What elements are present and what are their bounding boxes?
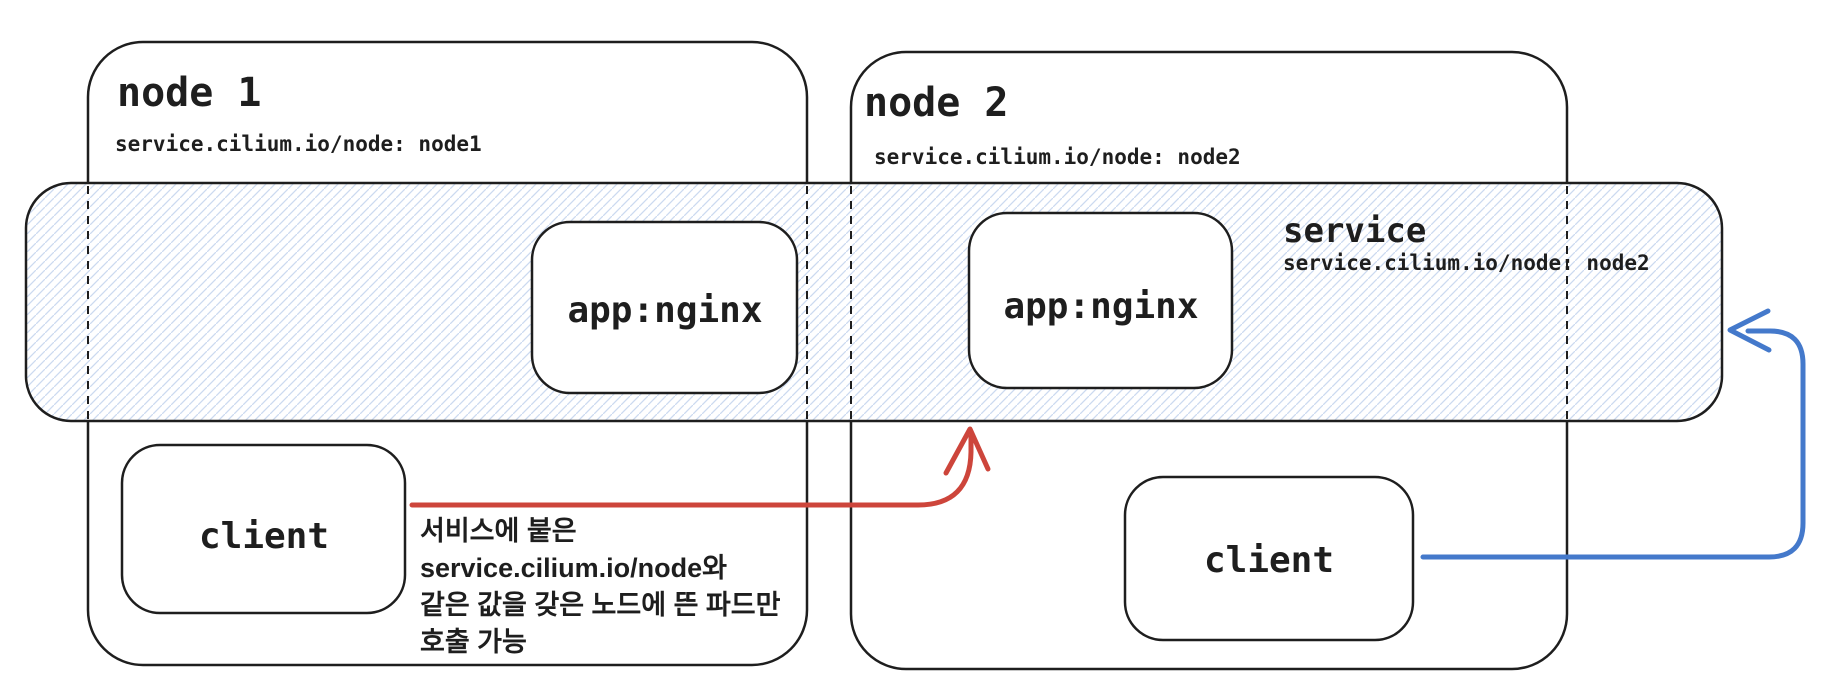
blue-arrowhead (1727, 308, 1772, 353)
red-arrow[interactable] (409, 426, 991, 508)
node2-pod-label: app:nginx (1003, 286, 1198, 327)
service-band-hatch (26, 183, 1722, 421)
node1-pod-label: app:nginx (567, 290, 762, 331)
annotation-line-4: 호출 가능 (420, 627, 527, 657)
service-label: service.cilium.io/node: node2 (1283, 251, 1650, 275)
blue-arrow[interactable] (1420, 308, 1806, 560)
node1-client-box[interactable] (120, 443, 407, 615)
annotation-text: 서비스에 붙은 service.cilium.io/node와 같은 값을 갖은… (420, 516, 781, 657)
node2-client-box[interactable] (1123, 475, 1415, 642)
service-band-outline (24, 181, 1724, 423)
annotation-line-3: 같은 값을 갖은 노드에 뜬 파드만 (420, 590, 781, 620)
red-arrowhead (943, 426, 991, 476)
node2-title: node 2 (864, 80, 1009, 126)
node1-client-label: client (199, 516, 329, 557)
annotation-line-2: service.cilium.io/node와 (420, 553, 727, 583)
service-title: service (1283, 211, 1426, 251)
node2-label: service.cilium.io/node: node2 (874, 145, 1241, 169)
node2-pod-box[interactable] (967, 211, 1234, 390)
node1-title: node 1 (117, 70, 262, 116)
node1-label: service.cilium.io/node: node1 (115, 132, 482, 156)
annotation-line-1: 서비스에 붙은 (420, 516, 577, 546)
node2-client-label: client (1204, 540, 1334, 581)
red-arrow-shaft (409, 434, 974, 508)
blue-arrow-shaft (1420, 328, 1806, 560)
node1-pod-box[interactable] (530, 220, 799, 395)
